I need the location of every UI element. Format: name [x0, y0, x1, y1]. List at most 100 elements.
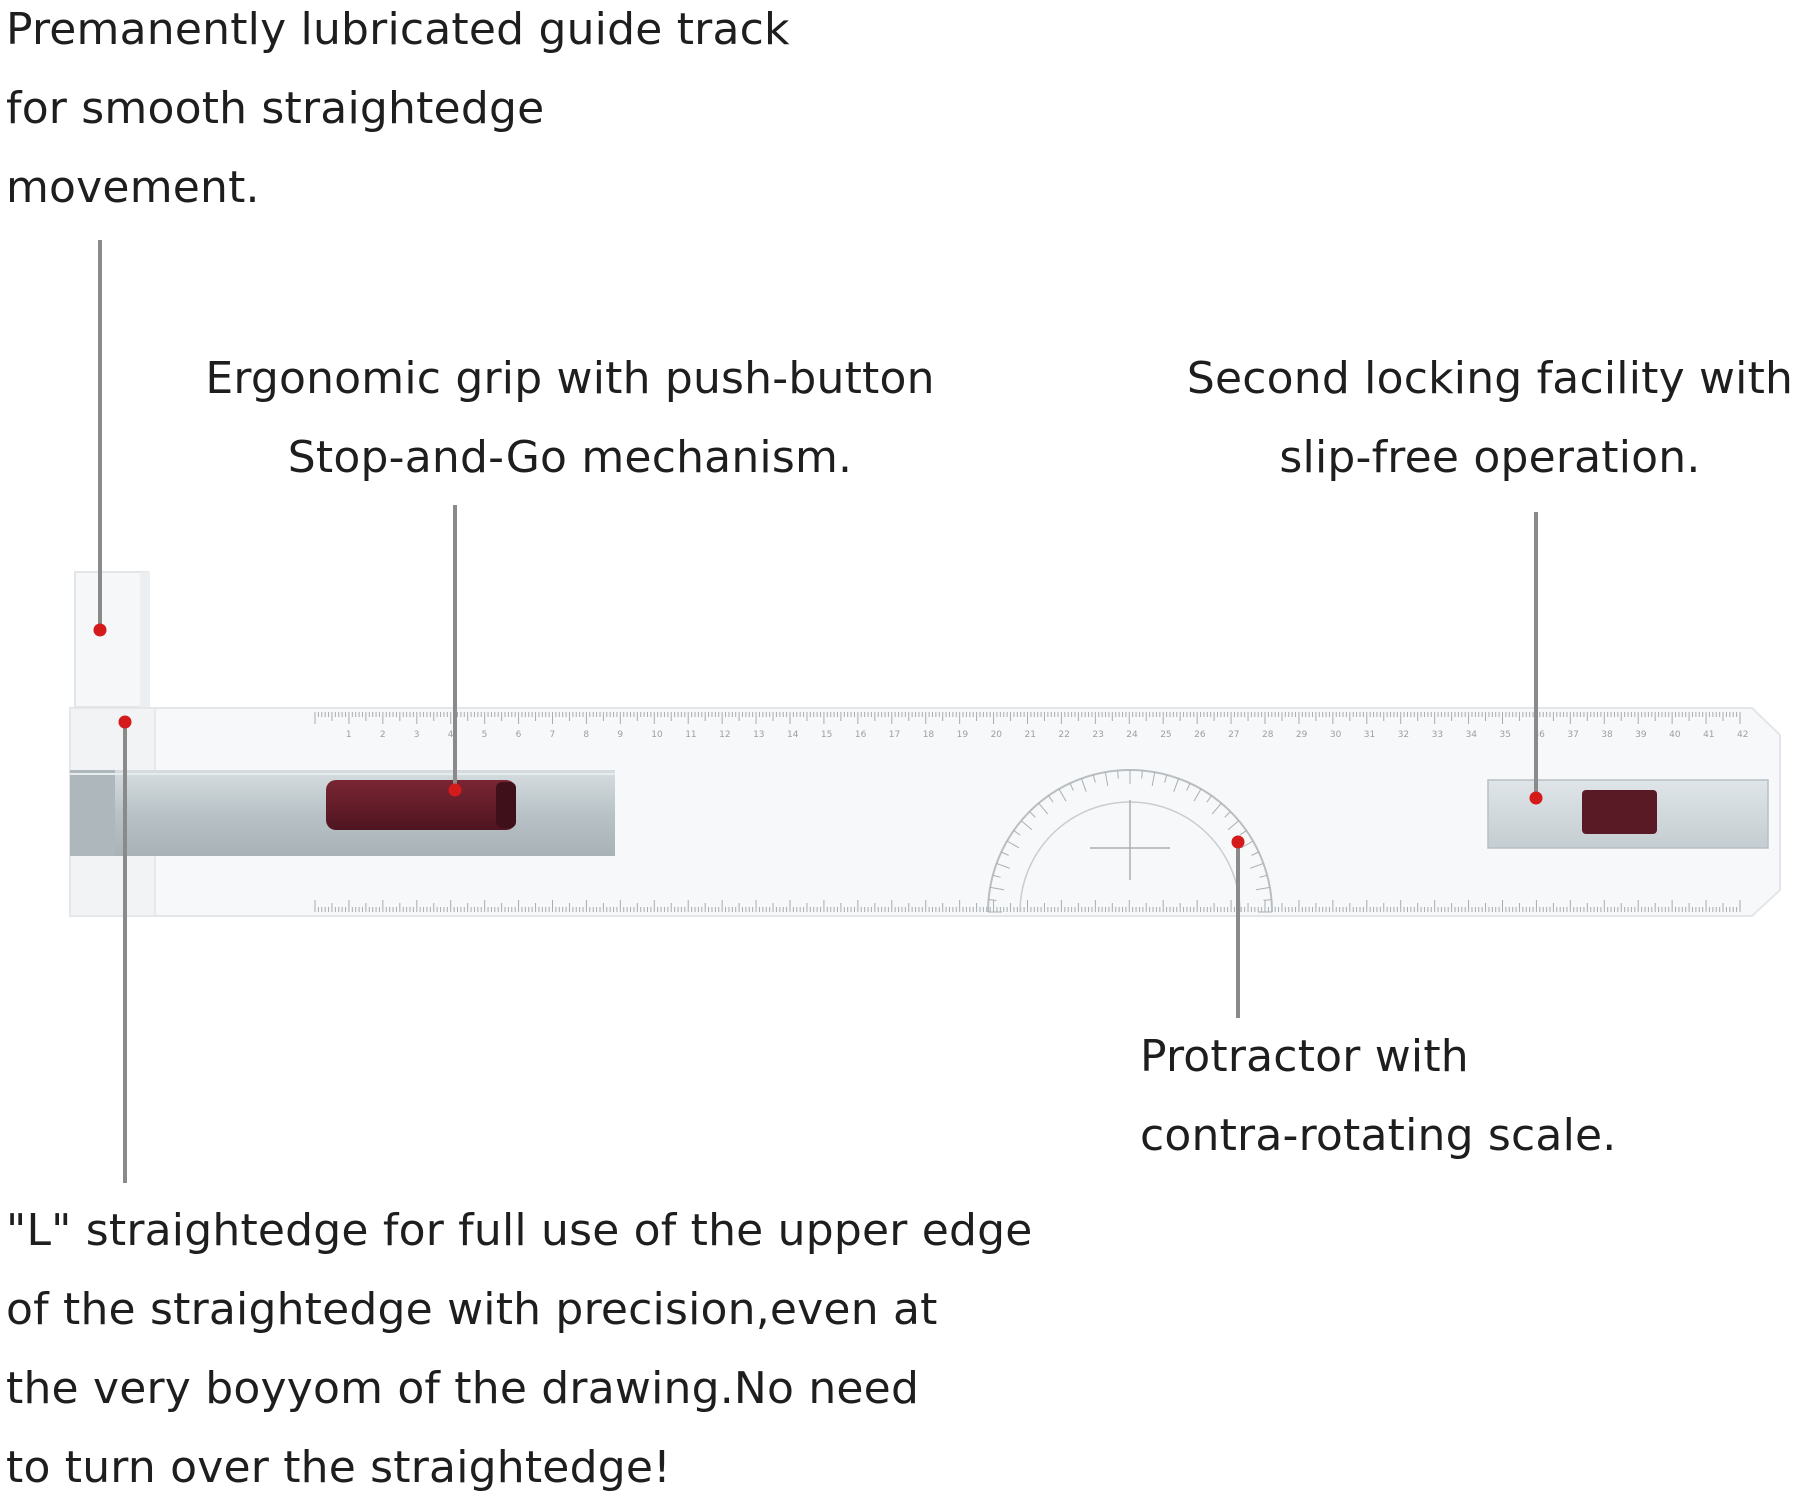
top-scale-number: 10	[651, 730, 663, 740]
top-scale-number: 34	[1466, 730, 1478, 740]
top-scale-number: 11	[685, 730, 696, 740]
protractor-tick	[996, 862, 1010, 869]
top-scale-number: 33	[1432, 730, 1443, 740]
protractor-tick	[1240, 840, 1254, 849]
top-scale-number: 25	[1160, 730, 1171, 740]
l-straightedge-line-3: the very boyyom of the drawing.No need	[6, 1363, 920, 1414]
protractor-tick	[1224, 811, 1231, 818]
protractor-tick	[1058, 788, 1067, 802]
top-scale-number: 37	[1567, 730, 1578, 740]
top-scale-number: 41	[1703, 730, 1714, 740]
top-scale-number: 27	[1228, 730, 1239, 740]
protractor-tick	[1227, 820, 1240, 831]
top-scale-number: 38	[1601, 730, 1613, 740]
top-scale-number: 21	[1025, 730, 1036, 740]
top-scale-number: 17	[889, 730, 900, 740]
top-scale-number: 36	[1533, 730, 1545, 740]
protractor-tick	[990, 886, 1005, 891]
top-scale-number: 1	[346, 730, 352, 740]
top-scale-number: 26	[1194, 730, 1206, 740]
locking-line-2: slip-free operation.	[1279, 432, 1701, 483]
top-scale-number: 2	[380, 730, 386, 740]
protractor-tick	[1263, 899, 1272, 901]
l-straightedge-marker	[118, 715, 132, 729]
top-scale-number: 22	[1058, 730, 1069, 740]
top-scale-number: 16	[855, 730, 867, 740]
top-scale-number: 13	[753, 730, 764, 740]
guide-track-line-1: Premanently lubricated guide track	[6, 4, 790, 55]
top-scale-number: 15	[821, 730, 832, 740]
protractor-tick	[1013, 830, 1021, 836]
protractor-callout: Protractor with contra-rotating scale.	[1140, 1017, 1616, 1175]
top-scale-number: 31	[1364, 730, 1375, 740]
protractor-tick	[1080, 778, 1087, 792]
protractor-tick	[1206, 795, 1212, 803]
guide-track-callout: Premanently lubricated guide track for s…	[6, 0, 790, 227]
l-straightedge-line-4: to turn over the straightedge!	[6, 1442, 671, 1493]
protractor	[987, 769, 1273, 913]
protractor-tick	[1250, 862, 1264, 869]
protractor-tick	[1151, 772, 1156, 787]
protractor-tick	[1104, 772, 1109, 787]
protractor-ticks	[988, 770, 1272, 913]
protractor-tick	[988, 899, 997, 901]
l-upright	[74, 571, 149, 708]
l-upright-edge	[140, 572, 150, 707]
protractor-tick	[1173, 778, 1180, 792]
locking-line-1: Second locking facility with	[1186, 353, 1794, 404]
top-scale-number: 30	[1330, 730, 1342, 740]
top-scale-number: 6	[516, 730, 522, 740]
top-scale-number: 4	[448, 730, 454, 740]
top-scale-number: 14	[787, 730, 799, 740]
guide-track-line-3: movement.	[6, 162, 260, 213]
protractor-tick	[1164, 774, 1168, 783]
protractor-tick	[1001, 851, 1009, 856]
top-scale-number: 7	[550, 730, 556, 740]
protractor-tick	[1255, 886, 1270, 891]
top-scale-number: 35	[1500, 730, 1511, 740]
grip-button	[326, 780, 516, 830]
protractor-tick	[1020, 820, 1033, 831]
protractor-tick	[1239, 830, 1247, 836]
grip-marker	[448, 783, 462, 797]
top-scale-number: 29	[1296, 730, 1308, 740]
protractor-tick	[1251, 851, 1259, 856]
grip-line-1: Ergonomic grip with push-button	[205, 353, 935, 404]
top-scale-number: 12	[719, 730, 730, 740]
protractor-tick	[1259, 874, 1268, 878]
protractor-tick	[1069, 783, 1074, 791]
protractor-tick	[992, 874, 1001, 878]
protractor-line-2: contra-rotating scale.	[1140, 1110, 1617, 1161]
bottom-scale	[314, 900, 1741, 912]
top-scale-number: 8	[583, 730, 589, 740]
top-scale-number: 5	[482, 730, 488, 740]
protractor-tick	[1048, 795, 1054, 803]
l-straightedge-line-1: "L" straightedge for full use of the upp…	[6, 1205, 1033, 1256]
protractor-tick	[1211, 802, 1222, 815]
protractor-tick	[1186, 783, 1191, 791]
top-scale-number: 9	[617, 730, 623, 740]
guide-rail-end	[70, 770, 115, 856]
guide-track-line-2: for smooth straightedge	[6, 83, 545, 134]
top-scale-number: 20	[991, 730, 1003, 740]
protractor-tick	[1141, 770, 1143, 779]
l-straightedge-callout: "L" straightedge for full use of the upp…	[6, 1191, 1033, 1507]
l-straightedge-line-2: of the straightedge with precision,even …	[6, 1284, 938, 1335]
locking-button	[1582, 790, 1657, 834]
protractor-tick	[1117, 770, 1119, 779]
top-scale-number: 3	[414, 730, 420, 740]
protractor-tick	[1029, 811, 1036, 818]
grip-line-2: Stop-and-Go mechanism.	[287, 432, 853, 483]
top-scale-number: 23	[1092, 730, 1103, 740]
top-scale-number: 32	[1398, 730, 1409, 740]
guide-track-marker	[93, 623, 107, 637]
top-scale-number: 18	[923, 730, 935, 740]
top-scale-number: 24	[1126, 730, 1138, 740]
protractor-tick	[1038, 802, 1049, 815]
locking-marker	[1529, 791, 1543, 805]
protractor-marker	[1231, 835, 1245, 849]
protractor-tick	[1193, 788, 1202, 802]
protractor-tick	[1006, 840, 1020, 849]
